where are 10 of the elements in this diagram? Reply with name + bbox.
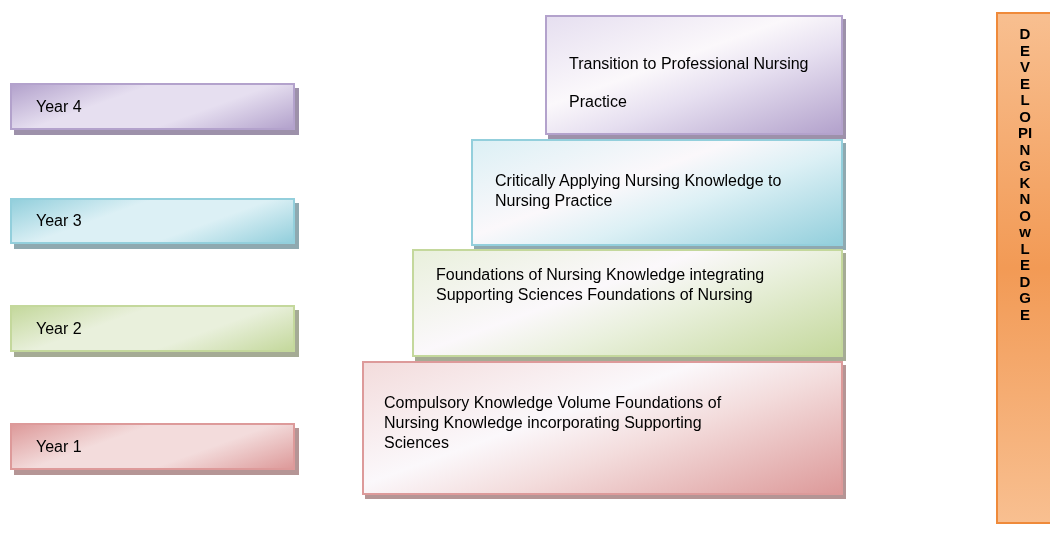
box-text: Compulsory Knowledge Volume Foundations of Nursing Knowledge incorporating Supporting Sciences — [384, 393, 723, 453]
box-text: Year 2 — [36, 318, 82, 339]
box-text: Transition to Professional Nursing Practice — [569, 54, 810, 112]
vertical-banner — [996, 12, 1050, 524]
box-text: Foundations of Nursing Knowledge integrating Supporting Sciences Foundations of Nursing — [436, 265, 766, 305]
vertical-text: DEVELOPINGKNOwLEDGE — [1017, 26, 1033, 323]
box-text: Year 4 — [36, 96, 82, 117]
box-text: Year 3 — [36, 211, 82, 231]
box-text: Critically Applying Nursing Knowledge to Nursing Practice — [495, 171, 783, 211]
box-text: Year 1 — [36, 436, 82, 457]
